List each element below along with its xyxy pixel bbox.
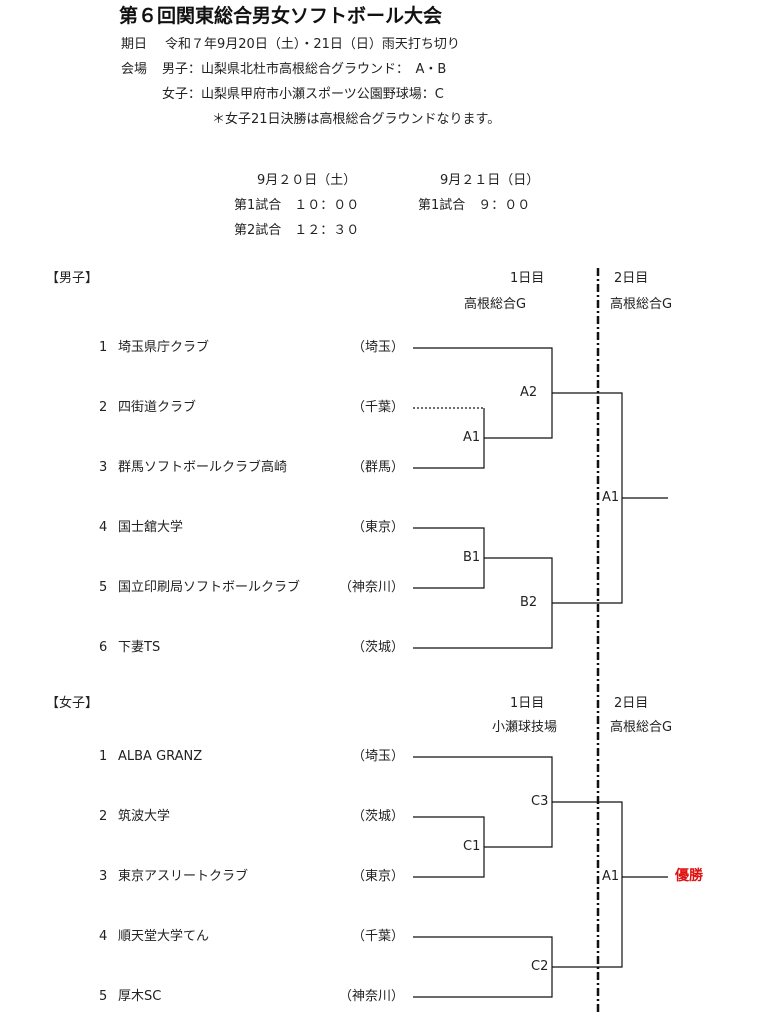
team-prefecture: （茨城） <box>351 640 404 655</box>
team-number: 5 <box>99 580 108 595</box>
team-name: 国立印刷局ソフトボールクラブ <box>118 580 301 595</box>
page-title: 第６回関東総合男女ソフトボール大会 <box>119 5 443 27</box>
game-c2: C2 <box>531 959 549 974</box>
team-prefecture: （埼玉） <box>351 749 404 764</box>
men-venue: 男子：山梨県北杜市高根総合グラウンド： A・B <box>162 62 447 77</box>
bracket-line <box>413 557 553 649</box>
bracket-line <box>413 527 485 589</box>
date-text: 令和７年9月20日（土）・21日（日）雨天打ち切り <box>165 37 460 52</box>
bracket-line <box>413 756 553 848</box>
women-heading: 【女子】 <box>46 696 99 711</box>
team-name: 群馬ソフトボールクラブ高崎 <box>118 460 288 475</box>
team-number: 3 <box>99 869 108 884</box>
team-prefecture: （千葉） <box>351 400 404 415</box>
men-day2-venue: 高根総合G <box>610 297 673 312</box>
venue-label: 会場 <box>121 62 148 77</box>
team-prefecture: （神奈川） <box>338 989 404 1004</box>
schedule-day1: 9月２０日（土） <box>257 173 357 188</box>
men-day1: 1日目 <box>510 271 545 286</box>
team-prefecture: （神奈川） <box>338 580 404 595</box>
team-number: 4 <box>99 929 108 944</box>
team-name: 埼玉県庁クラブ <box>118 340 210 355</box>
team-name: 厚木SC <box>118 989 162 1004</box>
game-a2: A2 <box>520 385 538 400</box>
game-b2: B2 <box>520 595 538 610</box>
team-number: 6 <box>99 640 108 655</box>
bracket-line <box>552 392 623 604</box>
schedule-day1-game1: 第1試合 １０：００ <box>234 198 360 213</box>
team-prefecture: （東京） <box>351 520 404 535</box>
team-prefecture: （茨城） <box>351 809 404 824</box>
schedule-day1-game2: 第2試合 １２：３０ <box>234 223 360 238</box>
game-a1: A1 <box>463 430 481 445</box>
schedule-day2: 9月２１日（日） <box>440 173 540 188</box>
team-name: 国士舘大学 <box>118 520 184 535</box>
team-number: 1 <box>99 749 108 764</box>
team-name: 順天堂大学てん <box>118 929 210 944</box>
women-day1-venue: 小瀬球技場 <box>492 720 558 735</box>
team-prefecture: （千葉） <box>351 929 404 944</box>
note: ＊女子21日決勝は高根総合グラウンドなります。 <box>212 112 501 127</box>
team-number: 2 <box>99 809 108 824</box>
men-day2: 2日目 <box>614 271 649 286</box>
bracket-line <box>413 816 485 878</box>
bracket-line <box>552 801 623 968</box>
team-prefecture: （埼玉） <box>351 340 404 355</box>
men-heading: 【男子】 <box>46 271 99 286</box>
bracket-line <box>413 347 553 439</box>
women-venue: 女子：山梨県甲府市小瀬スポーツ公園野球場：C <box>162 87 444 102</box>
schedule-day2-game1: 第1試合 ９：００ <box>418 198 531 213</box>
women-final: A1 <box>602 869 620 884</box>
women-day1: 1日目 <box>510 696 545 711</box>
champion-label: 優勝 <box>675 868 703 884</box>
team-name: 筑波大学 <box>118 809 171 824</box>
game-c1: C1 <box>463 839 481 854</box>
women-day2: 2日目 <box>614 696 649 711</box>
team-name: 四街道クラブ <box>118 400 197 415</box>
team-number: 2 <box>99 400 108 415</box>
team-name: 下妻TS <box>118 640 161 655</box>
team-number: 4 <box>99 520 108 535</box>
team-name: ALBA GRANZ <box>118 749 203 764</box>
team-prefecture: （群馬） <box>351 460 404 475</box>
men-final: A1 <box>602 490 620 505</box>
game-b1: B1 <box>463 550 481 565</box>
game-c3: C3 <box>531 794 549 809</box>
date-label: 期日 <box>121 37 148 52</box>
men-day1-venue: 高根総合G <box>464 297 527 312</box>
bracket-line <box>413 408 485 469</box>
team-number: 1 <box>99 340 108 355</box>
team-number: 5 <box>99 989 108 1004</box>
women-day2-venue: 高根総合G <box>610 720 673 735</box>
team-prefecture: （東京） <box>351 869 404 884</box>
team-number: 3 <box>99 460 108 475</box>
bracket-line <box>413 936 553 998</box>
team-name: 東京アスリートクラブ <box>118 869 249 884</box>
